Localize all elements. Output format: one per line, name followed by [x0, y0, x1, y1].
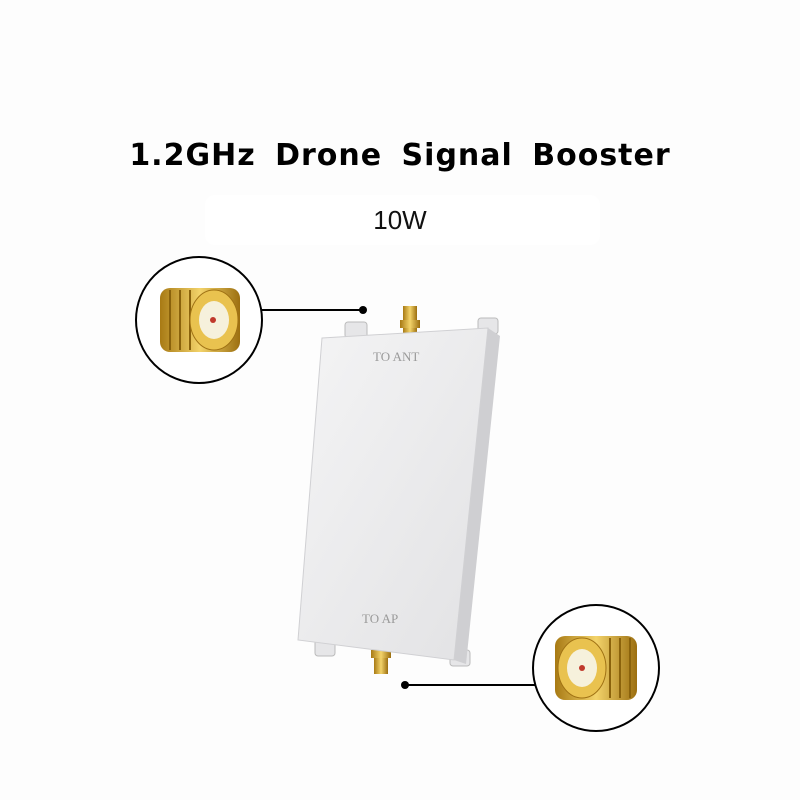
connector-closeup-left [135, 256, 263, 384]
callout-bottom [401, 681, 535, 689]
to-ant-label: TO ANT [373, 349, 419, 364]
power-rating: 10W [373, 205, 427, 235]
callout-top [262, 306, 367, 314]
sma-connector-closeup [555, 636, 637, 700]
center-pin [210, 317, 216, 323]
connector-closeup-right [532, 604, 660, 732]
top-sma-connector [400, 306, 420, 336]
to-ap-label: TO AP [362, 611, 398, 626]
subtitle-box [205, 195, 600, 245]
center-pin [579, 665, 585, 671]
product-title: 1.2GHz Drone Signal Booster [129, 138, 671, 173]
sma-connector-closeup [160, 288, 240, 352]
booster-body: TO ANT TO AP [297, 327, 500, 664]
